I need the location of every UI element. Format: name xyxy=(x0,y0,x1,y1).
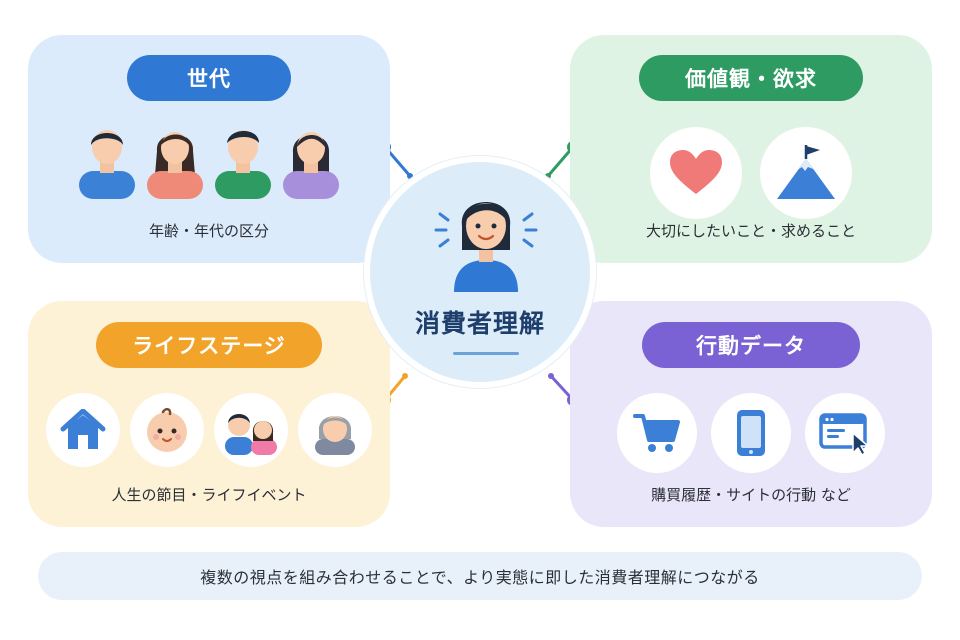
woman-icon xyxy=(147,132,203,199)
center-title: 消費者理解 xyxy=(414,309,545,338)
lifestage-icons xyxy=(28,393,390,467)
young-man-icon xyxy=(215,130,271,199)
shopping-cart-icon xyxy=(617,393,697,473)
smartphone-icon xyxy=(711,393,791,473)
behavior-label: 行動データ xyxy=(642,322,860,368)
generation-icons xyxy=(28,123,390,199)
young-woman-icon xyxy=(283,132,339,199)
values-icons xyxy=(570,127,932,219)
values-label: 価値観・欲求 xyxy=(639,55,863,101)
center-node: 消費者理解 xyxy=(364,156,596,388)
mountain-flag-icon xyxy=(760,127,852,219)
generation-panel: 世代 年齢・年代の区分 xyxy=(28,35,390,263)
generation-caption: 年齢・年代の区分 xyxy=(148,222,269,240)
values-caption: 大切にしたいこと・求めること xyxy=(645,222,856,240)
baby-icon xyxy=(130,393,204,467)
lifestage-panel: ライフステージ xyxy=(28,301,390,527)
lifestage-caption: 人生の節目・ライフイベント xyxy=(111,486,307,504)
man-icon xyxy=(79,130,135,199)
behavior-caption: 購買履歴・サイトの行動 など xyxy=(651,486,851,504)
browser-click-icon xyxy=(805,393,885,473)
behavior-icons xyxy=(570,393,932,473)
center-underline xyxy=(453,352,519,355)
heart-icon xyxy=(650,127,742,219)
lifestage-label: ライフステージ xyxy=(96,322,322,368)
house-icon xyxy=(46,393,120,467)
footer-summary: 複数の視点を組み合わせることで、より実態に即した消費者理解につながる xyxy=(38,552,922,600)
behavior-panel: 行動データ xyxy=(570,301,932,527)
values-panel: 価値観・欲求 大切にしたいこと・求めること xyxy=(570,35,932,263)
couple-icon xyxy=(214,393,288,467)
consumer-person-icon xyxy=(434,202,538,292)
generation-label: 世代 xyxy=(127,55,291,101)
elder-icon xyxy=(298,393,372,467)
